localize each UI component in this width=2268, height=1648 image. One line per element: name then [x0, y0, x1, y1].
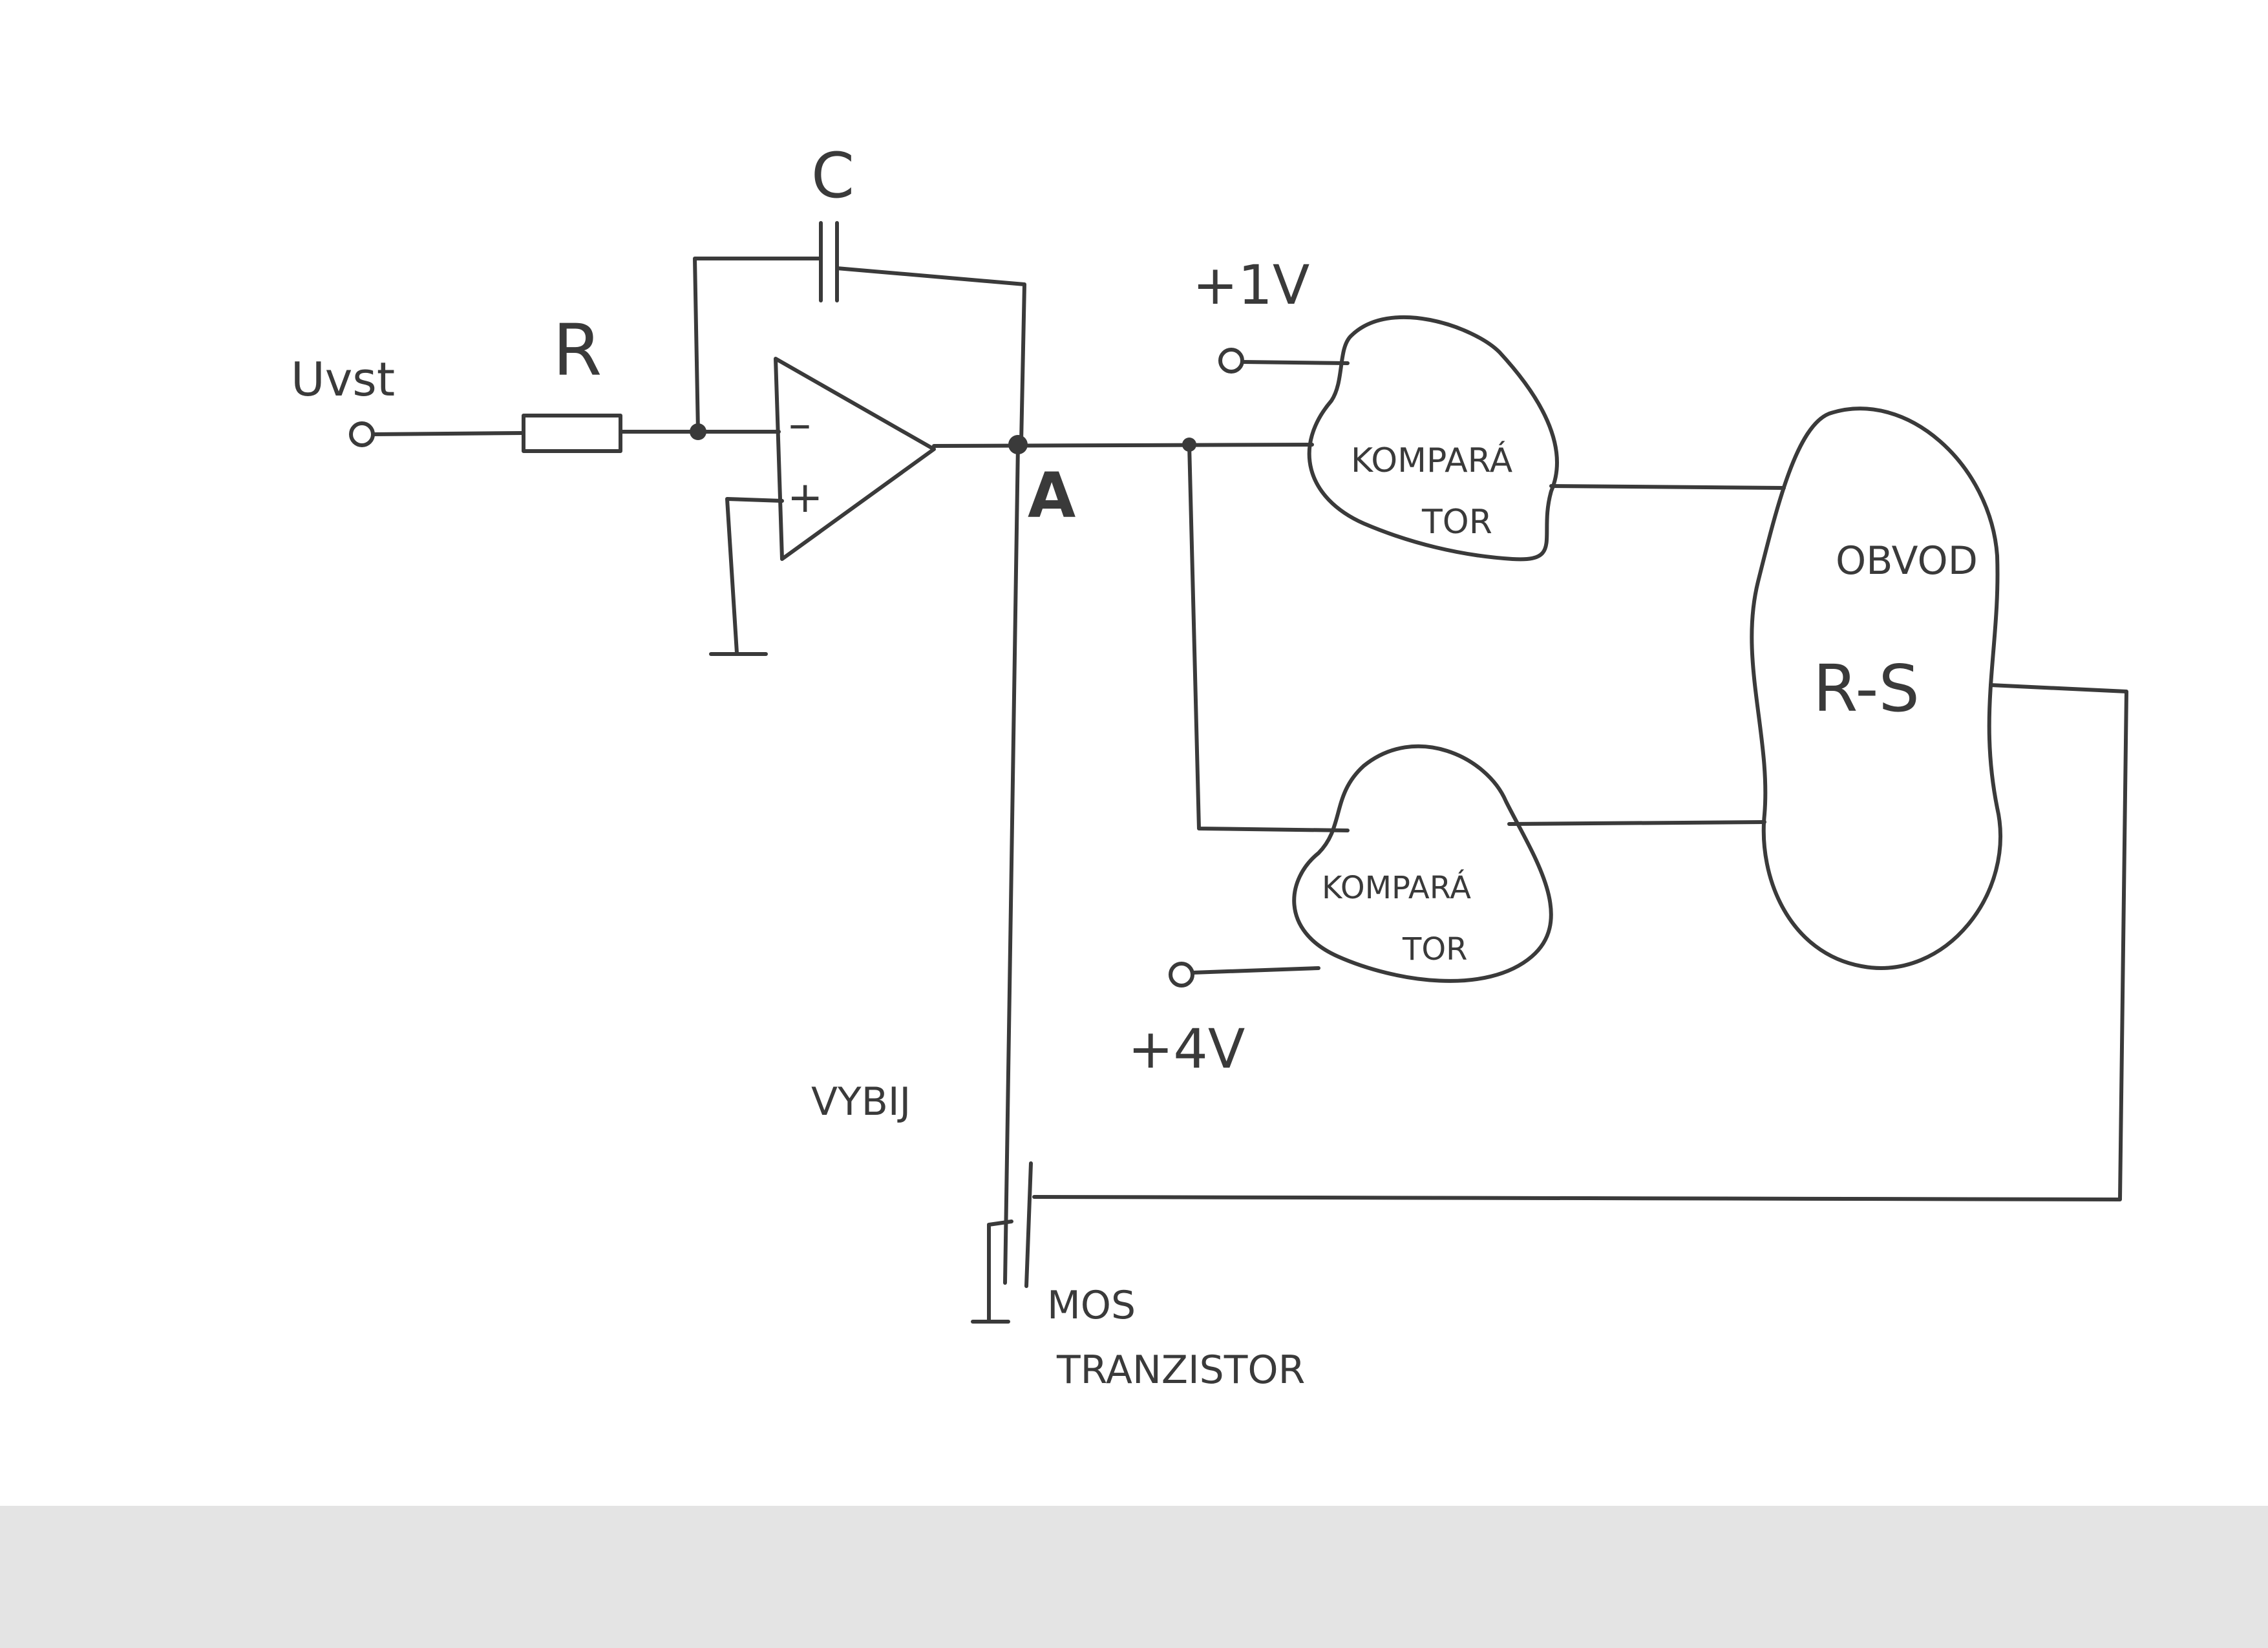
wire-noninverting-to-ground — [725, 497, 784, 655]
wire-rs-output-to-gate — [1032, 683, 2128, 1201]
wire-ref-4v — [1191, 966, 1320, 975]
label-node-a: A — [1028, 460, 1076, 532]
wire-input — [371, 431, 525, 436]
scanner-bed — [0, 1506, 2268, 1648]
comparator-2-block — [1292, 744, 1553, 983]
wire-branch-to-comparator2 — [1187, 443, 1350, 832]
wire-ref-1v — [1240, 360, 1350, 365]
label-rs-line1: OBVOD — [1836, 538, 1978, 584]
label-comparator-1-line1: KOMPARÁ — [1351, 441, 1513, 480]
comparator-1-block — [1307, 315, 1559, 562]
label-op-amp-minus: – — [789, 397, 811, 450]
wire-comparator1-to-rs — [1549, 484, 1786, 490]
wire-output-bus — [932, 443, 1314, 448]
paper-sheet — [0, 0, 2268, 1506]
label-rs-line2: R-S — [1813, 651, 1920, 726]
label-c: C — [811, 140, 854, 212]
label-comparator-2-line1: KOMPARÁ — [1322, 869, 1471, 906]
label-op-amp-plus: + — [787, 472, 823, 522]
label-uvst: Uvst — [291, 352, 395, 407]
label-comparator-2-line2: TOR — [1402, 931, 1467, 967]
wire-comparator2-to-rs — [1507, 820, 1766, 826]
label-discharge: VYBIJ — [811, 1079, 911, 1125]
wire-node-a-to-transistor — [1003, 443, 1020, 1285]
wire-feedback-right — [835, 266, 1026, 445]
label-ref-1v: +1V — [1192, 253, 1309, 317]
mos-source-lead — [987, 1220, 1013, 1324]
op-amp-symbol — [774, 357, 936, 561]
rs-flipflop-block — [1750, 407, 2002, 970]
mos-gate-plate — [1024, 1161, 1033, 1288]
label-mos-line2: TRANZISTOR — [1056, 1347, 1305, 1393]
wire-feedback-left — [693, 257, 823, 434]
label-comparator-1-line2: TOR — [1421, 503, 1492, 542]
label-mos-line1: MOS — [1047, 1283, 1136, 1328]
label-ref-4v: +4V — [1128, 1017, 1245, 1081]
label-r: R — [553, 309, 602, 392]
